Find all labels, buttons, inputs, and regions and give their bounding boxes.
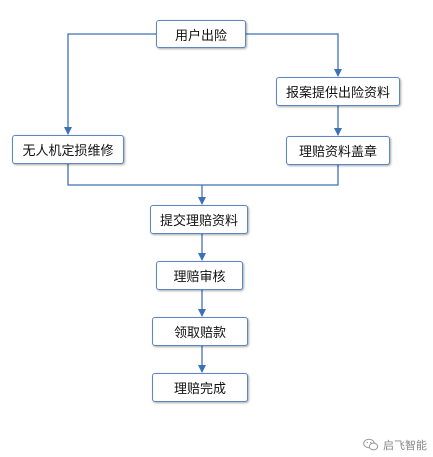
node-receive-payment: 领取赔款 xyxy=(152,317,248,346)
node-drone-assessment: 无人机定损维修 xyxy=(12,135,124,164)
connector-accident-to-report xyxy=(246,33,342,77)
node-user-accident: 用户出险 xyxy=(156,20,246,48)
node-report-case: 报案提供出险资料 xyxy=(276,77,400,106)
connector-drone-merge xyxy=(67,164,202,186)
connector-accident-to-drone xyxy=(64,33,156,135)
node-claim-review: 理赔审核 xyxy=(156,261,243,290)
wechat-icon xyxy=(363,438,379,451)
node-submit-claim: 提交理赔资料 xyxy=(150,205,248,234)
node-claim-complete: 理赔完成 xyxy=(152,373,248,402)
watermark: 启飞智能 xyxy=(363,437,427,453)
connector-stamp-merge xyxy=(202,165,339,186)
watermark-text: 启飞智能 xyxy=(383,439,427,452)
node-claim-stamp: 理赔资料盖章 xyxy=(286,136,390,165)
